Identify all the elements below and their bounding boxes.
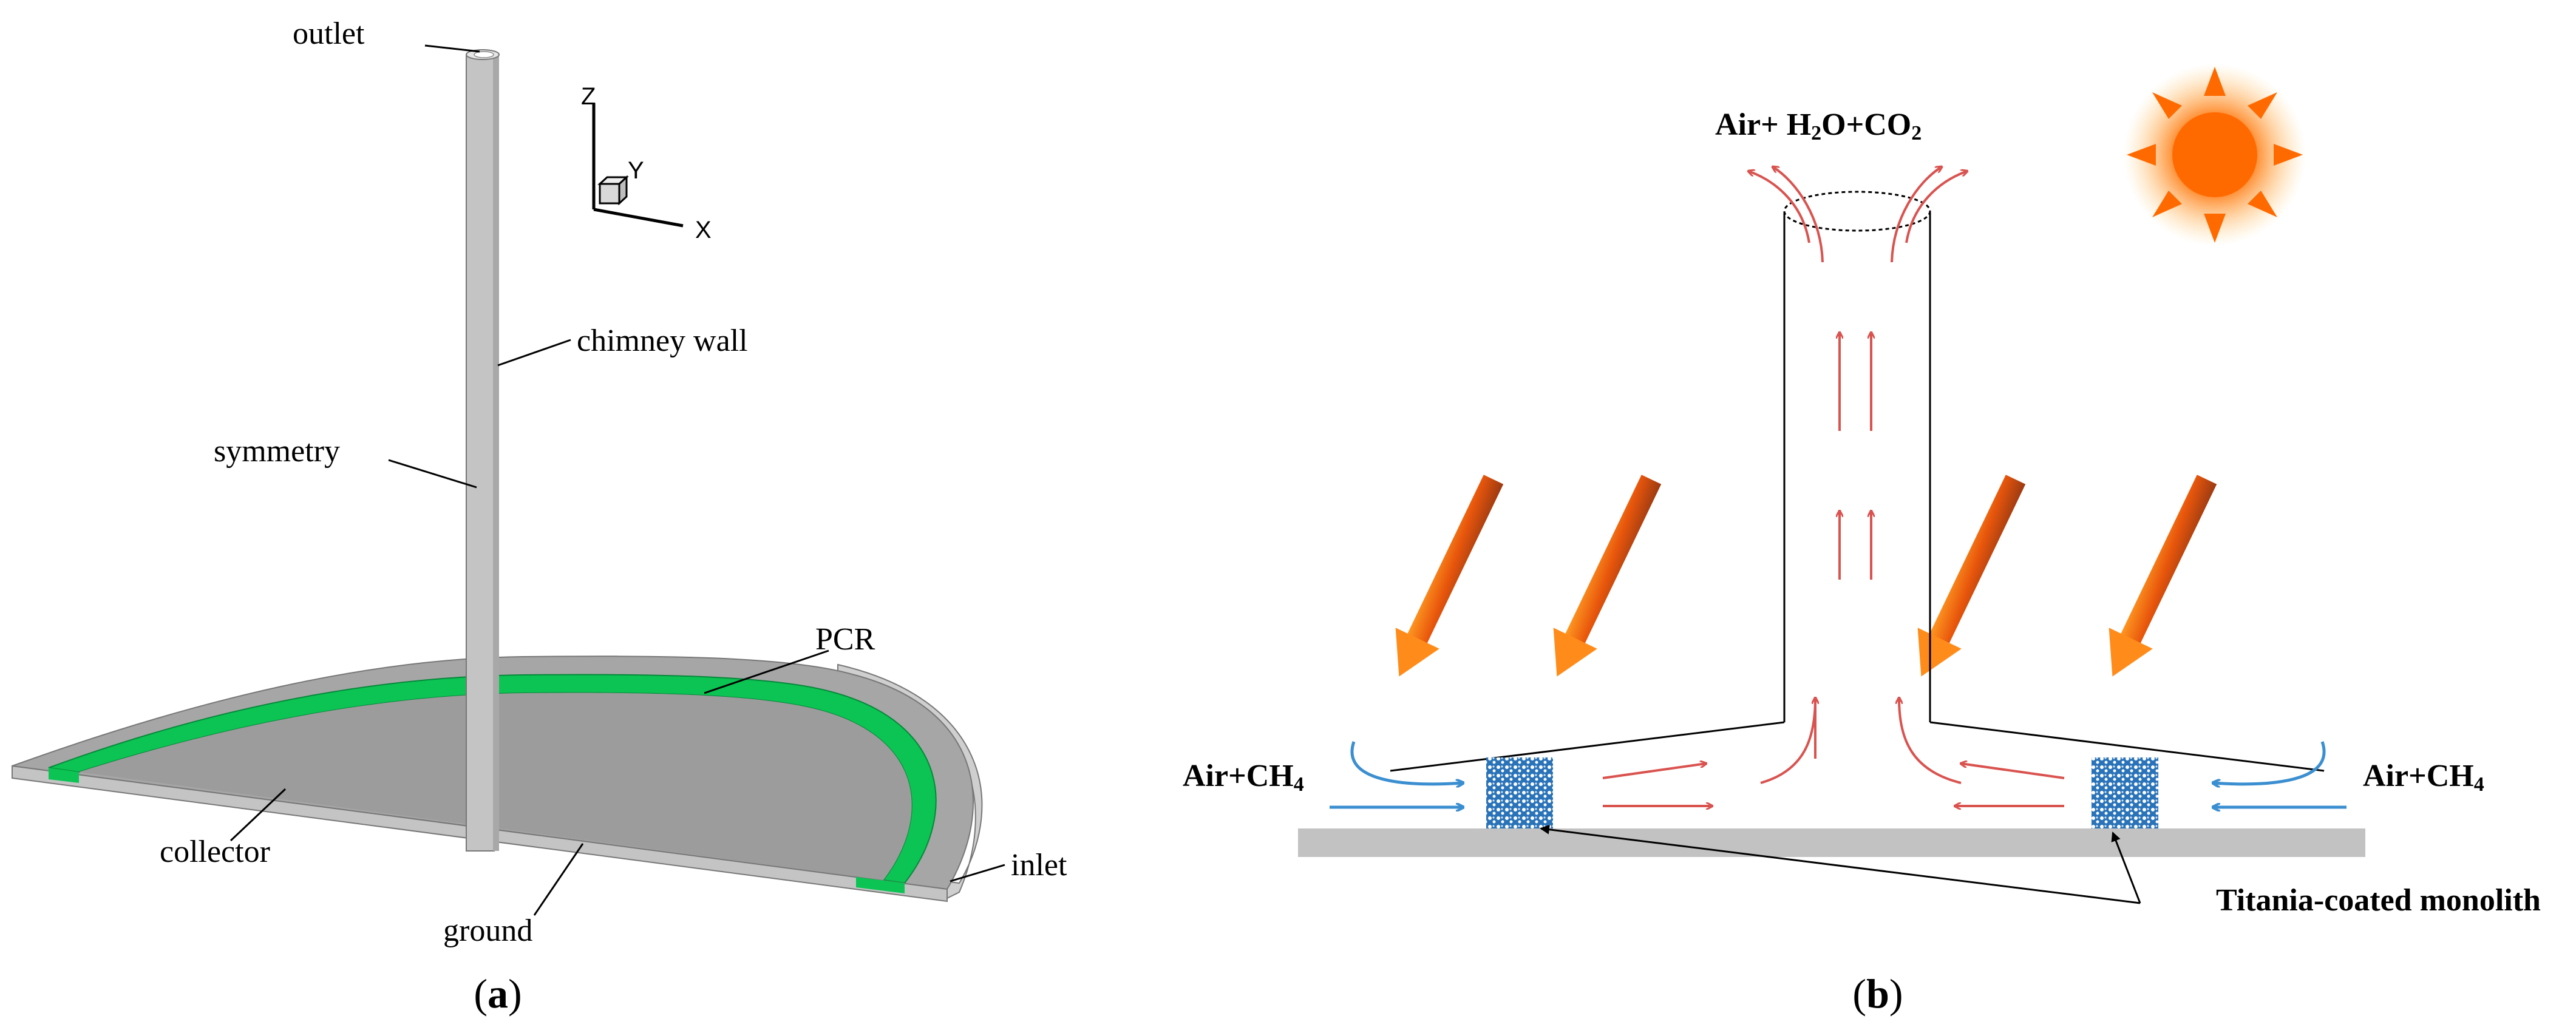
panel-a-leaders [229,44,1005,916]
panel-b: Air+ H2O+CO2 Air+CH4 Air+CH4 Titania-coa… [1183,64,2541,1017]
label-inlet: inlet [1011,848,1067,882]
caption-b: (b) [1852,970,1903,1017]
label-symmetry: symmetry [214,434,340,469]
label-inlet-left: Air+CH4 [1183,759,1304,796]
flow-arrows [1602,167,2065,806]
label-inlet-right: Air+CH4 [2363,759,2484,796]
chimney [466,49,500,852]
chimney-outline [1390,191,2325,772]
label-ground: ground [443,913,532,948]
axis-y-label: Y [628,157,644,184]
label-outlet-gases: Air+ H2O+CO2 [1715,107,1922,144]
inflow-arrows [1330,741,2347,807]
label-chimney-wall: chimney wall [577,323,748,358]
monolith-left [1486,757,1553,828]
sun-icon [2124,64,2306,246]
axis-z-label: Z [581,83,596,110]
label-collector: collector [160,835,270,869]
sun-rays [1395,475,2217,677]
caption-a: (a) [474,970,522,1017]
axis-x-label: X [695,217,712,243]
monolith-right [2092,757,2158,828]
panel-a: Z Y X outlet chimney wall symmetry PCR c… [12,16,1067,1017]
label-outlet: outlet [293,16,365,51]
axes-triad: Z Y X [581,83,712,243]
label-monolith: Titania-coated monolith [2216,883,2541,918]
ground-bar [1298,828,2365,857]
label-pcr: PCR [815,622,875,657]
monolith-leaders [1540,824,2141,904]
